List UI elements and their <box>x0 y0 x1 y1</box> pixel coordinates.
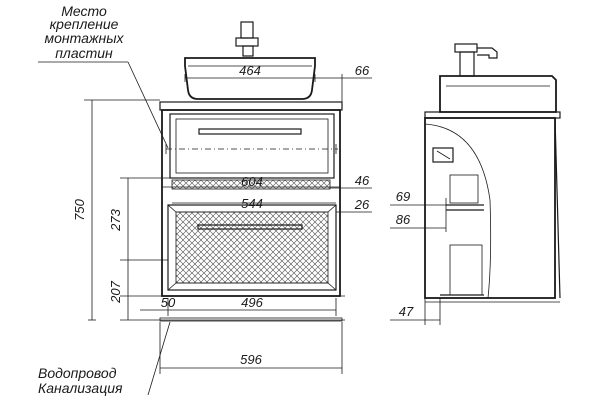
dim-464: 464 <box>239 63 261 78</box>
side-faucet <box>454 43 498 77</box>
dim-66: 66 <box>355 63 370 78</box>
dim-47: 47 <box>399 304 414 319</box>
side-sink <box>439 75 557 113</box>
front-sink <box>184 57 316 100</box>
upper-drawer-handle <box>198 128 302 135</box>
leader-lines <box>38 61 171 396</box>
front-countertop <box>159 101 343 111</box>
dim-50: 50 <box>161 295 176 310</box>
mesh-strip <box>171 179 331 190</box>
dim-69: 69 <box>396 189 410 204</box>
side-view <box>424 43 561 325</box>
dim-596: 596 <box>240 352 262 367</box>
annotations: Место крепление монтажных пластин Водопр… <box>38 3 125 396</box>
dim-207: 207 <box>108 280 123 303</box>
front-faucet <box>235 21 259 57</box>
dim-544: 544 <box>241 196 263 211</box>
upper-drawer <box>165 113 338 179</box>
note-mount-line-2: крепление <box>50 16 119 32</box>
dim-26: 26 <box>354 197 370 212</box>
side-dimensions <box>390 198 447 325</box>
note-plumbing-line-2: Канализация <box>38 380 123 396</box>
note-mount-line-3: монтажных <box>44 30 124 46</box>
dim-86: 86 <box>396 212 411 227</box>
side-cabinet <box>424 117 556 299</box>
dim-273: 273 <box>108 208 123 231</box>
dimension-labels: 464 66 750 273 207 604 544 46 26 496 50 … <box>72 63 414 367</box>
dim-604: 604 <box>241 174 263 189</box>
dim-750: 750 <box>72 198 87 220</box>
lower-drawer-handle <box>197 224 303 230</box>
note-plumbing-line-1: Водопровод <box>38 365 117 381</box>
note-mount-line-4: пластин <box>55 45 113 61</box>
note-mount-line-1: Место <box>61 3 107 19</box>
front-view <box>120 21 345 322</box>
lower-drawer <box>167 204 337 291</box>
dim-496: 496 <box>241 295 263 310</box>
front-dimensions <box>84 74 372 374</box>
dim-46: 46 <box>355 173 370 188</box>
